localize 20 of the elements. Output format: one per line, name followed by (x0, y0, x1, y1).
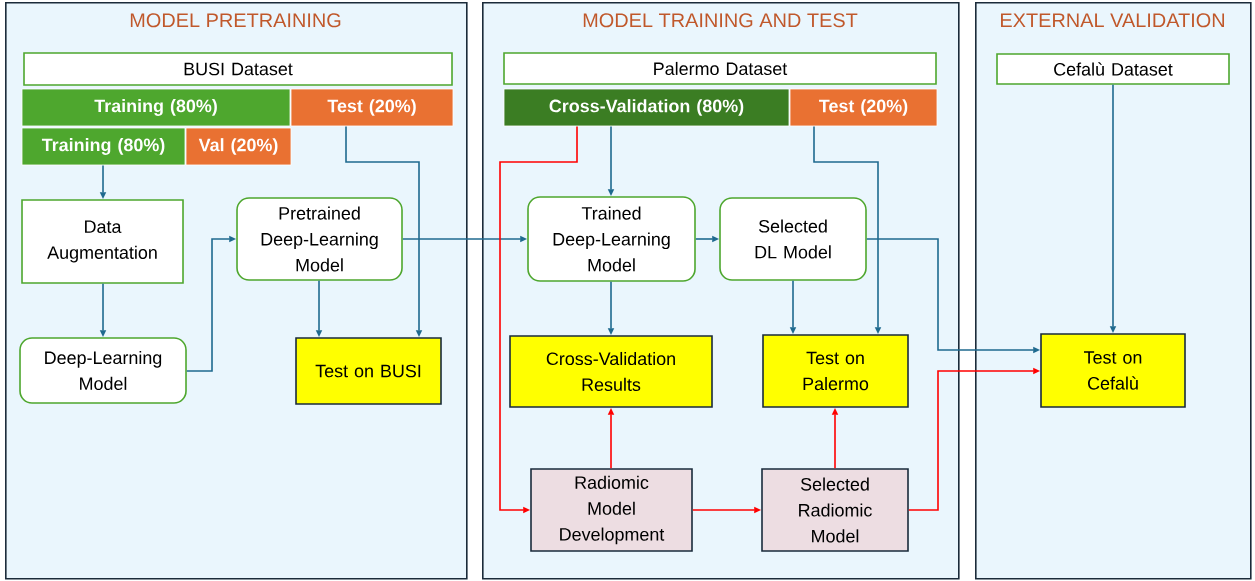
split-bar: Training (80%) (21, 88, 291, 127)
split-bar: Training (80%) (21, 127, 186, 166)
process-box: Data Augmentation (21, 199, 184, 284)
model-box: Deep-Learning Model (19, 337, 187, 404)
dataset-box: BUSI Dataset (23, 52, 453, 86)
result-box: Cross-Validation Results (509, 335, 713, 408)
result-box: Test on BUSI (295, 337, 442, 405)
model-box: Selected DL Model (719, 197, 867, 281)
split-bar: Cross-Validation (80%) (503, 88, 790, 127)
split-bar: Test (20%) (789, 88, 938, 127)
dataset-box: Palermo Dataset (503, 52, 937, 85)
model-box: Pretrained Deep-Learning Model (236, 197, 403, 281)
split-bar: Test (20%) (290, 88, 454, 127)
model-box: Trained Deep-Learning Model (527, 196, 696, 282)
dataset-box: Cefalù Dataset (996, 53, 1230, 85)
split-bar: Val (20%) (185, 127, 292, 166)
radiomic-box: Selected Radiomic Model (761, 468, 909, 552)
radiomic-box: Radiomic Model Development (530, 468, 693, 552)
result-box: Test on Cefalù (1040, 333, 1186, 408)
result-box: Test on Palermo (762, 334, 909, 408)
